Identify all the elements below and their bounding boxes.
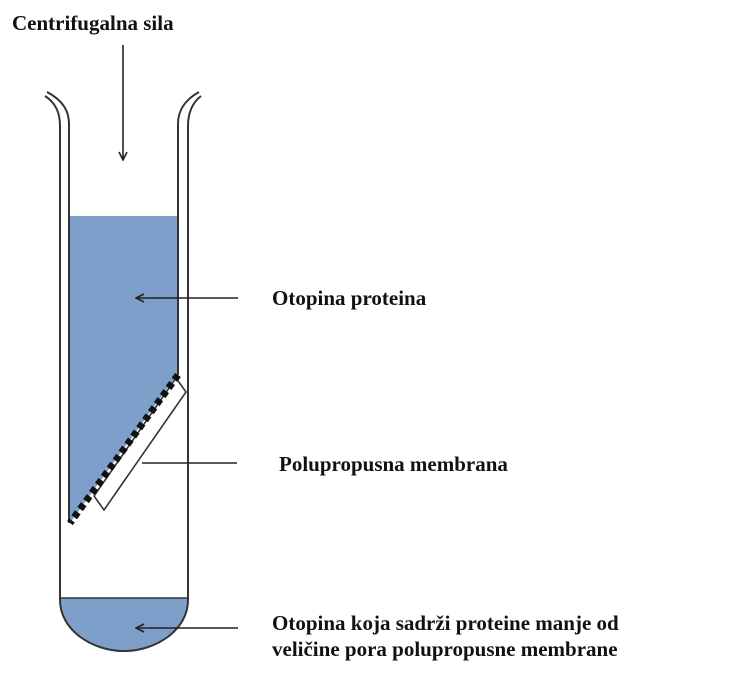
protein-solution-label: Otopina proteina: [272, 286, 427, 310]
membrane-label: Polupropusna membrana: [279, 452, 508, 476]
filtrate-label: Otopina koja sadrži proteine manje od ve…: [272, 611, 619, 662]
semipermeable-membrane: [67, 372, 181, 526]
protein-solution-fluid: [70, 216, 177, 523]
test-tube: [44, 91, 202, 653]
membrane-support: [93, 376, 187, 512]
centrifugal-force-label: Centrifugalna sila: [12, 11, 174, 35]
filtrate-label-line-2: veličine pora polupropusne membrane: [272, 636, 618, 661]
filtrate-label-line-1: Otopina koja sadrži proteine manje od: [272, 611, 619, 635]
filtrate-fluid: [60, 598, 188, 650]
